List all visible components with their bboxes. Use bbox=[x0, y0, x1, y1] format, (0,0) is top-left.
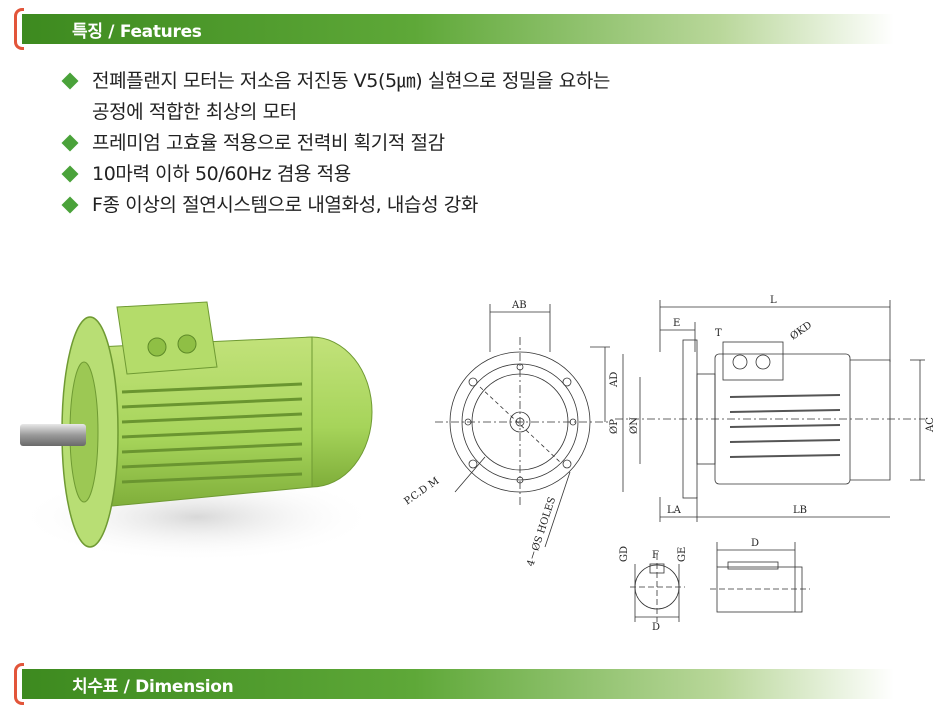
header-band bbox=[22, 669, 894, 699]
feature-text: F종 이상의 절연시스템으로 내열화성, 내습성 강화 bbox=[92, 194, 478, 216]
label-ab: AB bbox=[511, 300, 527, 311]
label-n: ØN bbox=[629, 417, 640, 434]
header-hook-decoration bbox=[14, 663, 24, 705]
dimension-drawings: AB AD P.C.D M 4－ØS HOLES L E T ØKD ØP ØN… bbox=[402, 295, 936, 633]
label-t: T bbox=[715, 328, 722, 339]
diamond-bullet-icon bbox=[61, 196, 79, 214]
label-holes: 4－ØS HOLES bbox=[525, 496, 558, 568]
label-e: E bbox=[673, 318, 680, 329]
diamond-bullet-icon bbox=[61, 165, 79, 183]
shaft-key-view bbox=[716, 566, 803, 613]
terminal-box bbox=[116, 301, 218, 375]
feature-item: 프레미엄 고효율 적용으로 전력비 획기적 절감 bbox=[61, 128, 782, 159]
motor-shaft bbox=[20, 424, 86, 446]
diamond-bullet-icon bbox=[61, 134, 79, 152]
label-kd: ØKD bbox=[788, 320, 814, 343]
cooling-fins bbox=[121, 382, 303, 484]
side-terminal-box bbox=[722, 341, 784, 381]
feature-item: 10마력 이하 50/60Hz 겸용 적용 bbox=[61, 159, 782, 190]
label-f: F bbox=[652, 550, 659, 561]
label-lb: LB bbox=[793, 505, 807, 516]
feature-text: 프레미엄 고효율 적용으로 전력비 획기적 절감 bbox=[92, 132, 445, 154]
dimension-section-header: 치수표 / Dimension bbox=[14, 663, 894, 705]
feature-text: 전폐플랜지 모터는 저소음 저진동 V5(5㎛) 실현으로 정밀을 요하는 bbox=[92, 70, 610, 92]
feature-text: 10마력 이하 50/60Hz 겸용 적용 bbox=[92, 163, 351, 185]
label-p: ØP bbox=[609, 419, 620, 434]
label-pcd: P.C.D M bbox=[402, 476, 441, 508]
fan-cover bbox=[850, 359, 891, 481]
dimension-title: 치수표 / Dimension bbox=[72, 676, 234, 697]
feature-list: 전폐플랜지 모터는 저소음 저진동 V5(5㎛) 실현으로 정밀을 요하는 공정… bbox=[61, 66, 782, 221]
header-hook-decoration bbox=[14, 8, 24, 50]
feature-item: 전폐플랜지 모터는 저소음 저진동 V5(5㎛) 실현으로 정밀을 요하는 공정… bbox=[61, 66, 782, 128]
feature-item: F종 이상의 절연시스템으로 내열화성, 내습성 강화 bbox=[61, 190, 782, 221]
features-section-header: 특징 / Features bbox=[14, 8, 894, 50]
label-d-key: D bbox=[751, 538, 759, 549]
label-ge: GE bbox=[677, 547, 688, 562]
motor-product-image bbox=[17, 301, 377, 562]
cable-gland bbox=[177, 334, 197, 354]
feature-text-continued: 공정에 적합한 최상의 모터 bbox=[92, 101, 297, 123]
label-gd: GD bbox=[619, 546, 630, 562]
label-d-shaft: D bbox=[652, 622, 660, 633]
label-la: LA bbox=[667, 505, 682, 516]
features-title: 특징 / Features bbox=[72, 21, 202, 42]
label-ad: AD bbox=[609, 372, 620, 388]
header-band bbox=[22, 14, 894, 44]
cable-gland bbox=[147, 337, 167, 357]
label-ac: AC bbox=[925, 417, 936, 433]
label-l: L bbox=[770, 295, 777, 306]
diamond-bullet-icon bbox=[61, 72, 79, 90]
